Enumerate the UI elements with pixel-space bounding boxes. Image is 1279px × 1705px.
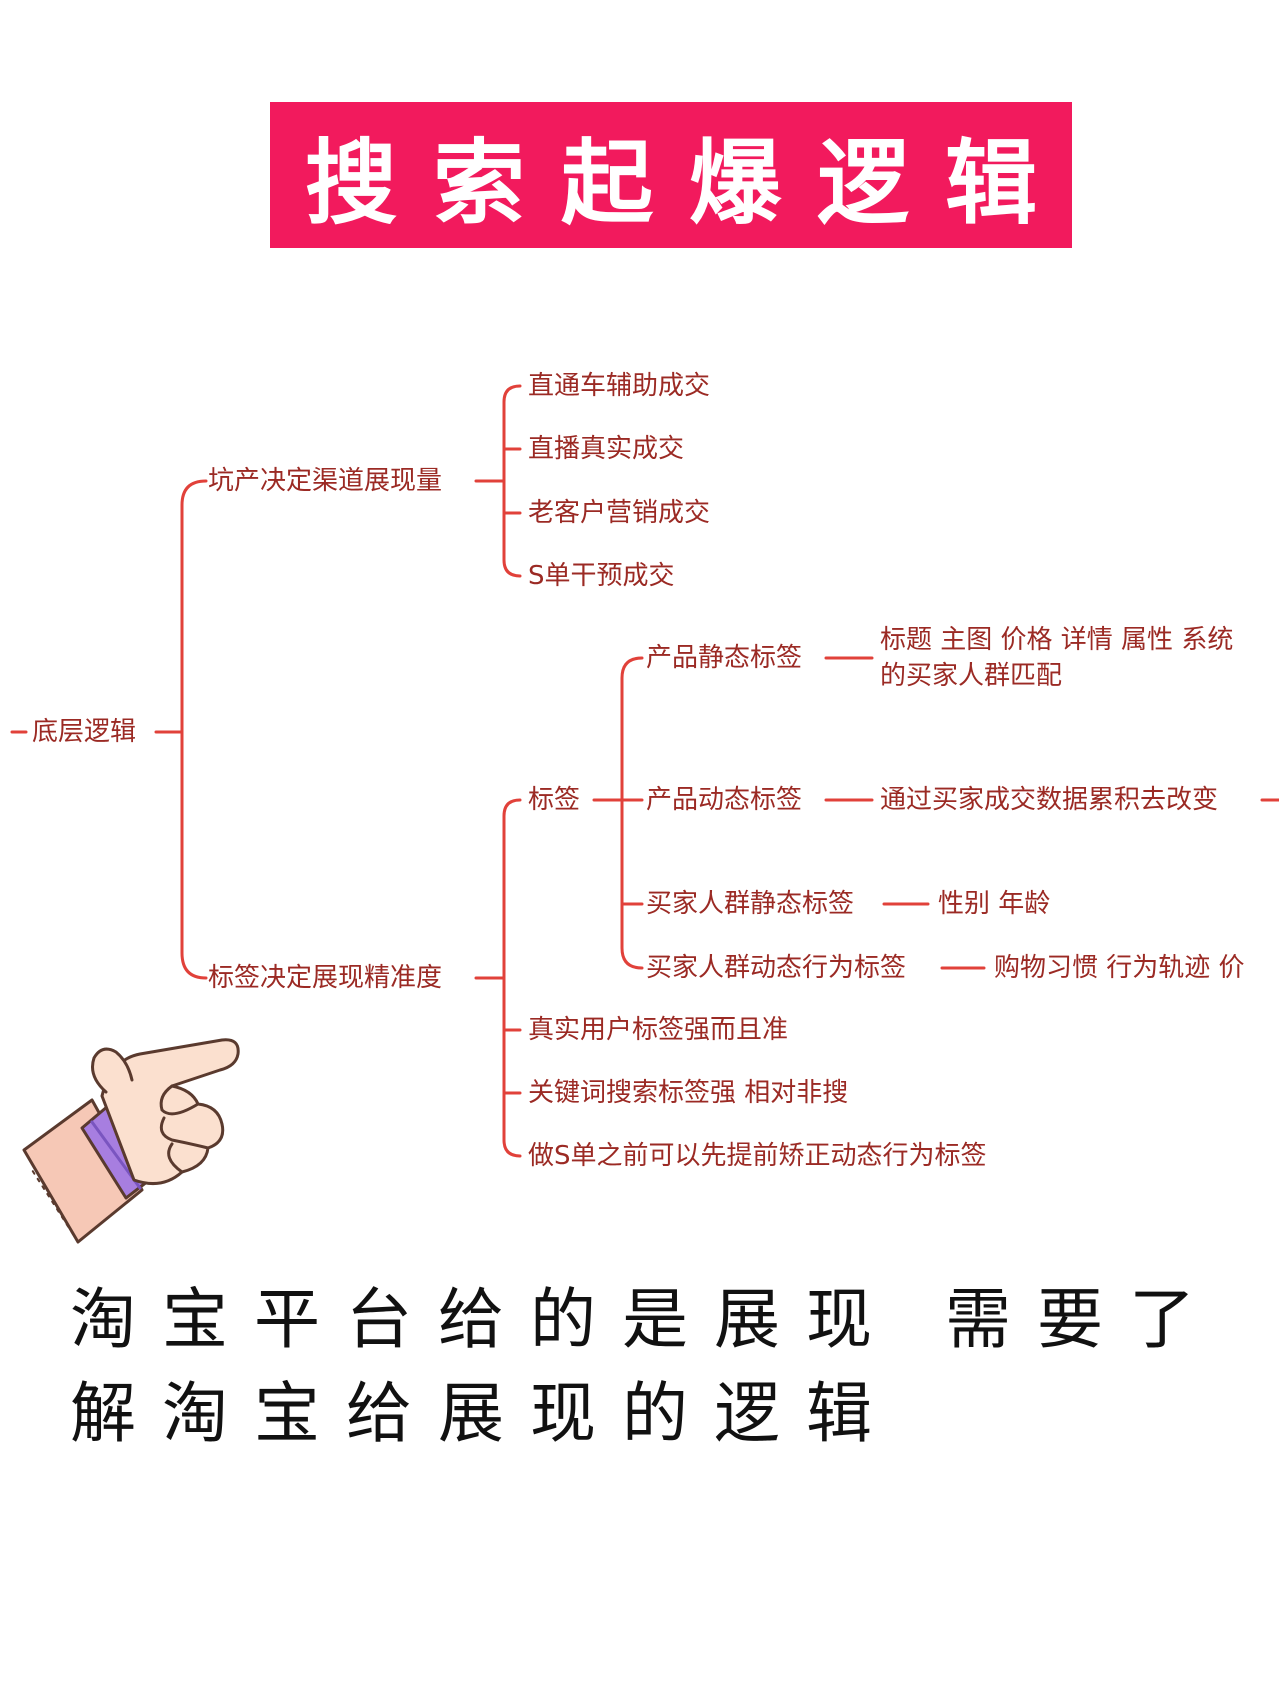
node-tag-product-dynamic: 产品动态标签 bbox=[646, 785, 803, 815]
node-root: 底层逻辑 bbox=[32, 717, 137, 747]
node-branch1-child-4: S单干预成交 bbox=[528, 561, 675, 591]
pointing-hand-icon bbox=[22, 1038, 240, 1244]
node-branch-pit-output: 坑产决定渠道展现量 bbox=[208, 466, 443, 496]
node-branch2-other-1: 真实用户标签强而且准 bbox=[528, 1015, 789, 1045]
node-branch1-child-3: 老客户营销成交 bbox=[528, 498, 711, 528]
node-tag-buyer-dynamic-detail: 购物习惯 行为轨迹 价 bbox=[994, 953, 1245, 983]
node-branch2-other-2: 关键词搜索标签强 相对非搜 bbox=[528, 1078, 849, 1108]
node-tag-product-dynamic-detail: 通过买家成交数据累积去改变 bbox=[880, 785, 1219, 815]
caption-line-2: 解淘宝给展现的逻辑 bbox=[70, 1375, 898, 1452]
node-tag-buyer-static-detail: 性别 年龄 bbox=[938, 889, 1051, 919]
connector-branch1-bracket bbox=[502, 384, 522, 578]
caption-line-1: 淘宝平台给的是展现 需要了 bbox=[70, 1281, 1221, 1358]
connector-branch2-bracket bbox=[502, 798, 522, 1158]
node-branch-tag-precision: 标签决定展现精准度 bbox=[208, 963, 443, 993]
node-tags: 标签 bbox=[528, 785, 581, 815]
node-tag-buyer-static: 买家人群静态标签 bbox=[646, 889, 855, 919]
node-branch1-child-1: 直通车辅助成交 bbox=[528, 371, 711, 401]
node-tag-buyer-dynamic: 买家人群动态行为标签 bbox=[646, 953, 907, 983]
node-tag-product-static-detail-line1: 标题 主图 价格 详情 属性 系统 bbox=[880, 625, 1234, 655]
page-title: 搜索起爆逻辑 bbox=[305, 128, 1074, 237]
connector-level1-bracket bbox=[180, 479, 208, 980]
title-banner: 搜索起爆逻辑 bbox=[270, 102, 1072, 248]
node-tag-product-static-detail-line2: 的买家人群匹配 bbox=[880, 661, 1063, 691]
node-tag-product-static: 产品静态标签 bbox=[646, 643, 803, 673]
node-branch1-child-2: 直播真实成交 bbox=[528, 434, 685, 464]
node-branch2-other-3: 做S单之前可以先提前矫正动态行为标签 bbox=[528, 1141, 987, 1171]
connector-tags-bracket bbox=[620, 656, 644, 970]
